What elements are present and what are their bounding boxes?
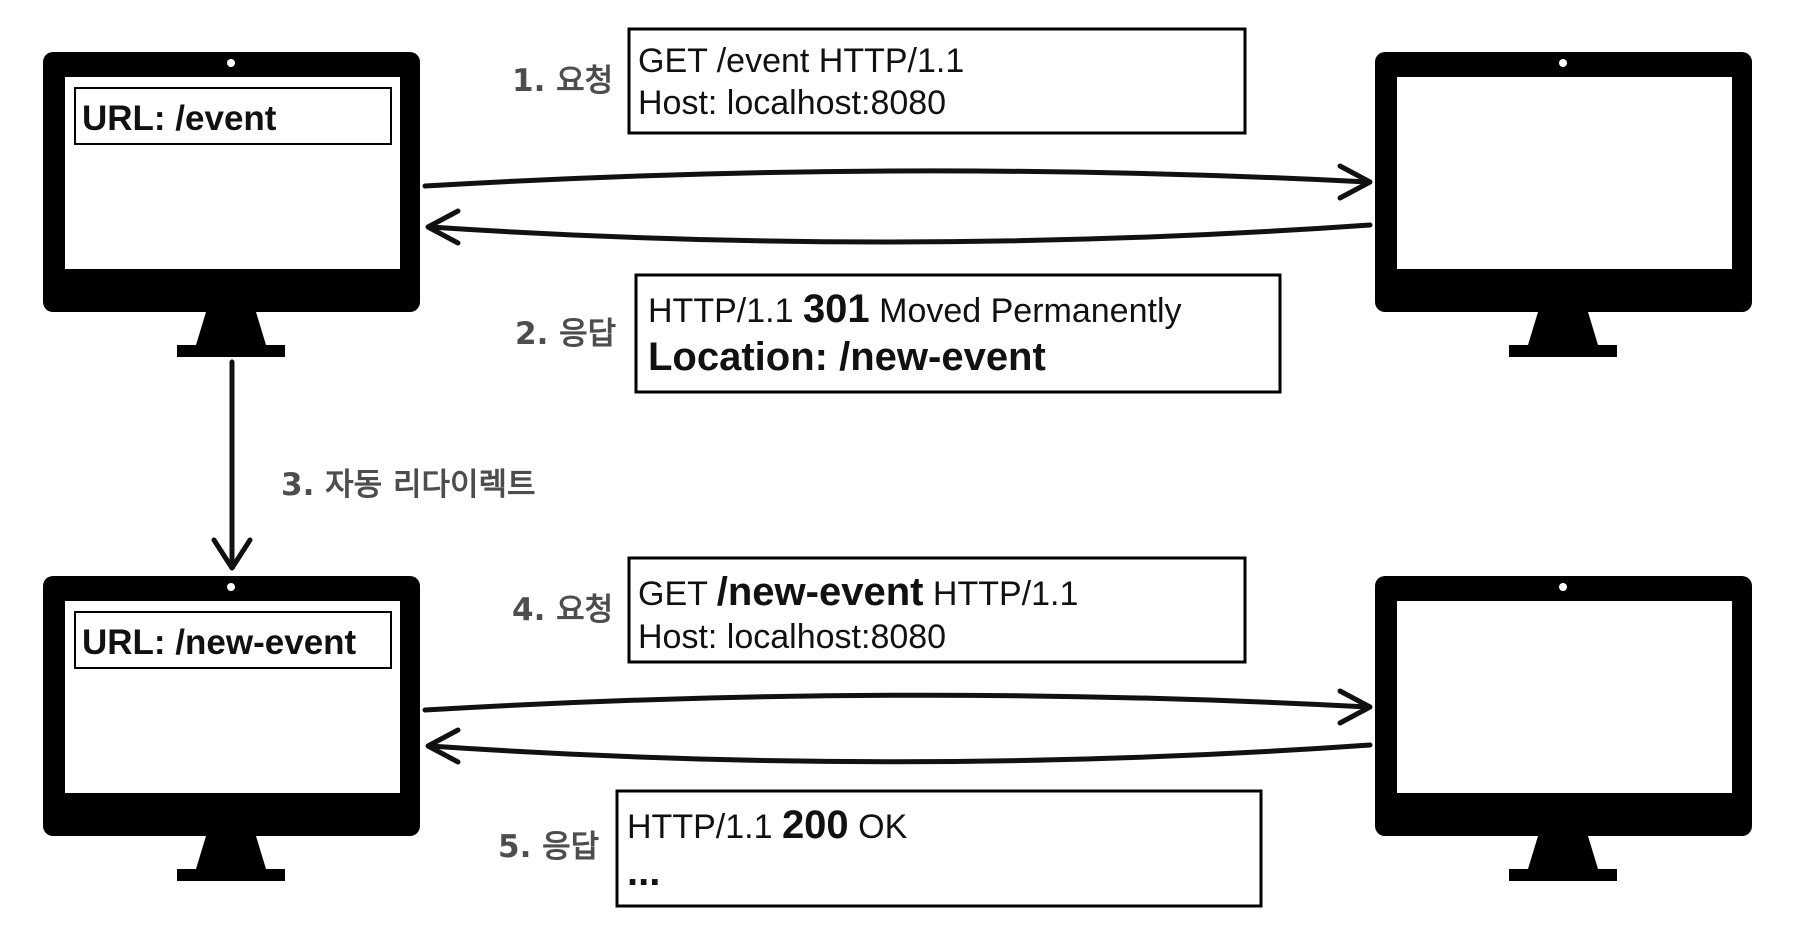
url-bar [74,611,392,669]
response-1-arrowhead [425,208,461,246]
step-2-label: 2. 응답 [515,316,616,352]
request-1-box: GET /event HTTP/1.1 Host: localhost:8080 [627,27,1247,135]
step-4-label: 4. 요청 [512,592,613,628]
host-header: Host: localhost:8080 [638,618,946,656]
url-text: URL: /new-event [82,623,357,662]
monitor-screen [1397,601,1732,793]
request-2-box: GET /new-event HTTP/1.1 Host: localhost:… [627,556,1247,664]
message-box-border [627,556,1247,664]
monitor-stand [1528,312,1598,345]
request-2-arrow [422,692,1371,713]
monitor-camera [1559,583,1567,591]
host-header: Host: localhost:8080 [638,84,946,122]
status-code: 200 [782,803,849,847]
request-2-arrowhead [1337,688,1373,726]
request-1-arrowhead [1337,163,1373,201]
status-code: 301 [803,287,870,331]
monitor-stand [1528,836,1598,869]
monitor-base [177,869,285,881]
client-monitor-bottom: URL: /new-event [43,576,420,881]
status-prefix: HTTP/1.1 [627,808,782,846]
request-version: HTTP/1.1 [923,575,1078,613]
monitor-base [1509,869,1617,881]
monitor-camera [227,59,235,67]
status-line: HTTP/1.1 301 Moved Permanently [648,287,1182,331]
response-2-box: HTTP/1.1 200 OK ... [615,789,1263,908]
server-monitor-top [1375,52,1752,357]
url-bar [74,87,392,145]
status-prefix: HTTP/1.1 [648,292,803,330]
step-5-label: 5. 응답 [498,829,599,865]
monitor-stand [196,836,266,869]
monitor-camera [227,583,235,591]
request-path: /new-event [717,570,924,614]
status-reason: OK [849,808,908,846]
message-box-border [615,789,1263,908]
monitor-base [1509,345,1617,357]
client-monitor-top: URL: /event [43,52,420,357]
location-header: Location: /new-event [648,335,1046,379]
message-box-border [634,273,1282,394]
request-line: GET /event HTTP/1.1 [638,42,964,80]
response-1-arrow [427,222,1373,245]
status-line: HTTP/1.1 200 OK [627,803,908,847]
status-reason: Moved Permanently [870,292,1182,330]
step-1-label: 1. 요청 [512,63,613,99]
message-box-border [627,27,1247,135]
monitor-screen [1397,77,1732,269]
step-3-label: 3. 자동 리다이렉트 [281,467,536,503]
monitor-base [177,345,285,357]
server-monitor-bottom [1375,576,1752,881]
response-2-arrow [427,742,1373,765]
monitor-camera [1559,59,1567,67]
monitor-stand [196,312,266,345]
request-line: GET /new-event HTTP/1.1 [638,570,1078,614]
redirect-arrowhead [211,537,253,571]
ellipsis-line: ... [627,850,660,894]
response-2-arrowhead [425,727,461,765]
request-method: GET [638,575,717,613]
response-1-box: HTTP/1.1 301 Moved Permanently Location:… [634,273,1282,394]
request-1-arrow [422,168,1371,189]
url-text: URL: /event [82,99,277,138]
